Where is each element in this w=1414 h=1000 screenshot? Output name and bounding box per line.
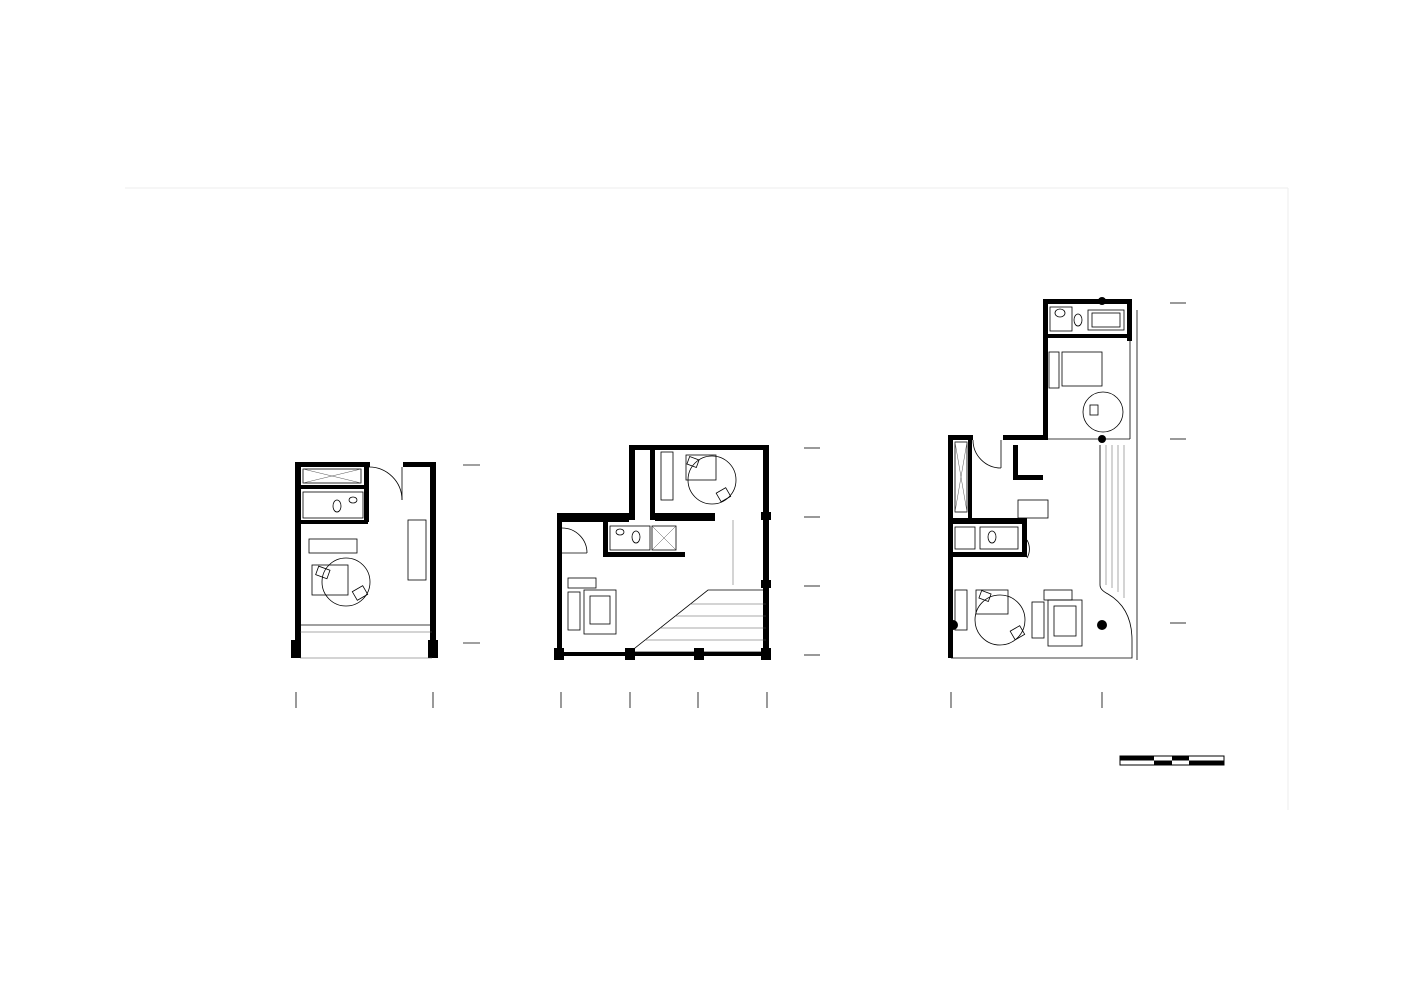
unit-plan-3 xyxy=(948,297,1138,660)
plan-3-walls xyxy=(948,297,1132,658)
plan-2-walls xyxy=(554,445,771,660)
sheet-frame xyxy=(125,187,1289,810)
unit-plan-2 xyxy=(554,445,771,660)
plan-1-fixtures xyxy=(300,466,432,659)
plan-1-walls xyxy=(291,462,438,658)
plan-2-fixtures xyxy=(561,451,767,653)
scale-bar xyxy=(1119,755,1225,766)
grid-ticks xyxy=(295,302,1186,708)
unit-plan-1 xyxy=(291,462,438,659)
plan-3-fixtures xyxy=(951,304,1138,660)
